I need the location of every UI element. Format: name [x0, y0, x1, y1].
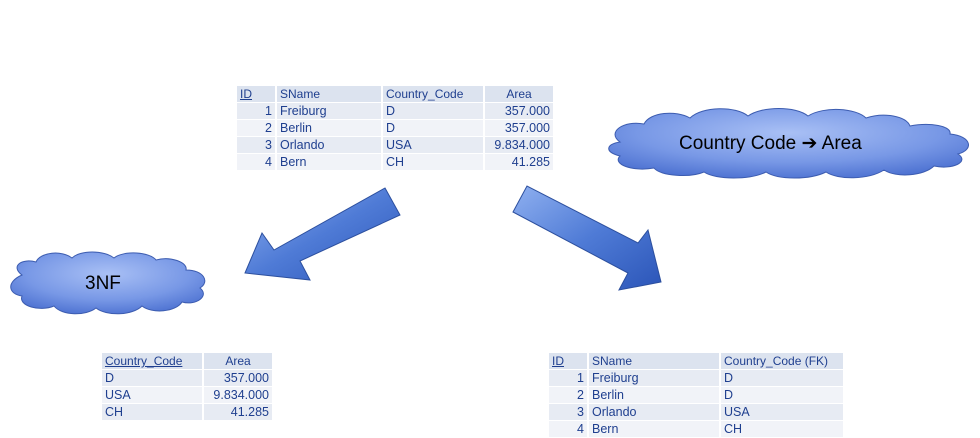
original-table: ID SName Country_Code Area 1 Freiburg D …	[237, 86, 553, 171]
country-code-cell: D	[382, 119, 485, 137]
id-cell: 2	[237, 119, 277, 137]
id-cell: 3	[237, 136, 277, 154]
3nf-cloud-label: 3NF	[85, 273, 121, 294]
table-row: 3 Orlando USA 9.834.000	[237, 136, 553, 154]
column-header-sname: SName	[588, 353, 721, 370]
country-code-cell: CH	[382, 153, 485, 171]
country-code-cell: USA	[102, 386, 204, 404]
3nf-cloud-shape	[10, 251, 206, 315]
area-cell: 41.285	[484, 153, 553, 171]
dependency-cloud-label: Country Code ➔ Area	[679, 133, 862, 154]
dependency-cloud-shape	[608, 108, 969, 179]
id-cell: 4	[237, 153, 277, 171]
arrow-to-3nf-table	[244, 187, 401, 281]
column-header-id: ID	[549, 353, 589, 370]
table-row: 3 Orlando USA	[549, 403, 843, 421]
area-cell: 357.000	[203, 369, 272, 387]
table-row: CH 41.285	[102, 403, 272, 421]
table-row: 4 Bern CH 41.285	[237, 153, 553, 171]
column-header-sname: SName	[276, 86, 383, 103]
area-cell: 9.834.000	[484, 136, 553, 154]
sname-cell: Berlin	[276, 119, 383, 137]
area-cell: 41.285	[203, 403, 272, 421]
sname-cell: Bern	[588, 420, 721, 438]
area-cell: 357.000	[484, 119, 553, 137]
table-header-row: ID SName Country_Code (FK)	[549, 353, 843, 370]
column-header-country-code: Country_Code	[102, 353, 204, 370]
column-header-country-code: Country_Code	[382, 86, 485, 103]
column-header-area: Area	[203, 353, 272, 370]
sname-cell: Orlando	[588, 403, 721, 421]
id-cell: 1	[549, 369, 589, 387]
table-row: 2 Berlin D	[549, 386, 843, 404]
country-code-cell: D	[102, 369, 204, 387]
country-code-cell: CH	[720, 420, 843, 438]
country-area-table: Country_Code Area D 357.000 USA 9.834.00…	[102, 353, 272, 421]
table-row: 1 Freiburg D	[549, 369, 843, 387]
column-header-id: ID	[237, 86, 277, 103]
sname-cell: Freiburg	[588, 369, 721, 387]
table-row: USA 9.834.000	[102, 386, 272, 404]
sname-cell: Berlin	[588, 386, 721, 404]
sname-cell: Bern	[276, 153, 383, 171]
table-row: 2 Berlin D 357.000	[237, 119, 553, 137]
id-cell: 1	[237, 102, 277, 120]
table-row: D 357.000	[102, 369, 272, 387]
sname-cell: Orlando	[276, 136, 383, 154]
country-code-cell: D	[382, 102, 485, 120]
table-header-row: Country_Code Area	[102, 353, 272, 370]
sname-cell: Freiburg	[276, 102, 383, 120]
table-row: 4 Bern CH	[549, 420, 843, 438]
country-code-cell: USA	[382, 136, 485, 154]
table-row: 1 Freiburg D 357.000	[237, 102, 553, 120]
country-code-cell: CH	[102, 403, 204, 421]
country-code-cell: USA	[720, 403, 843, 421]
arrow-to-fk-table	[512, 185, 662, 291]
table-header-row: ID SName Country_Code Area	[237, 86, 553, 103]
country-code-cell: D	[720, 386, 843, 404]
area-cell: 357.000	[484, 102, 553, 120]
column-header-country-code-fk: Country_Code (FK)	[720, 353, 843, 370]
id-cell: 2	[549, 386, 589, 404]
column-header-area: Area	[484, 86, 553, 103]
city-fk-table: ID SName Country_Code (FK) 1 Freiburg D …	[549, 353, 843, 438]
country-code-cell: D	[720, 369, 843, 387]
id-cell: 3	[549, 403, 589, 421]
id-cell: 4	[549, 420, 589, 438]
area-cell: 9.834.000	[203, 386, 272, 404]
